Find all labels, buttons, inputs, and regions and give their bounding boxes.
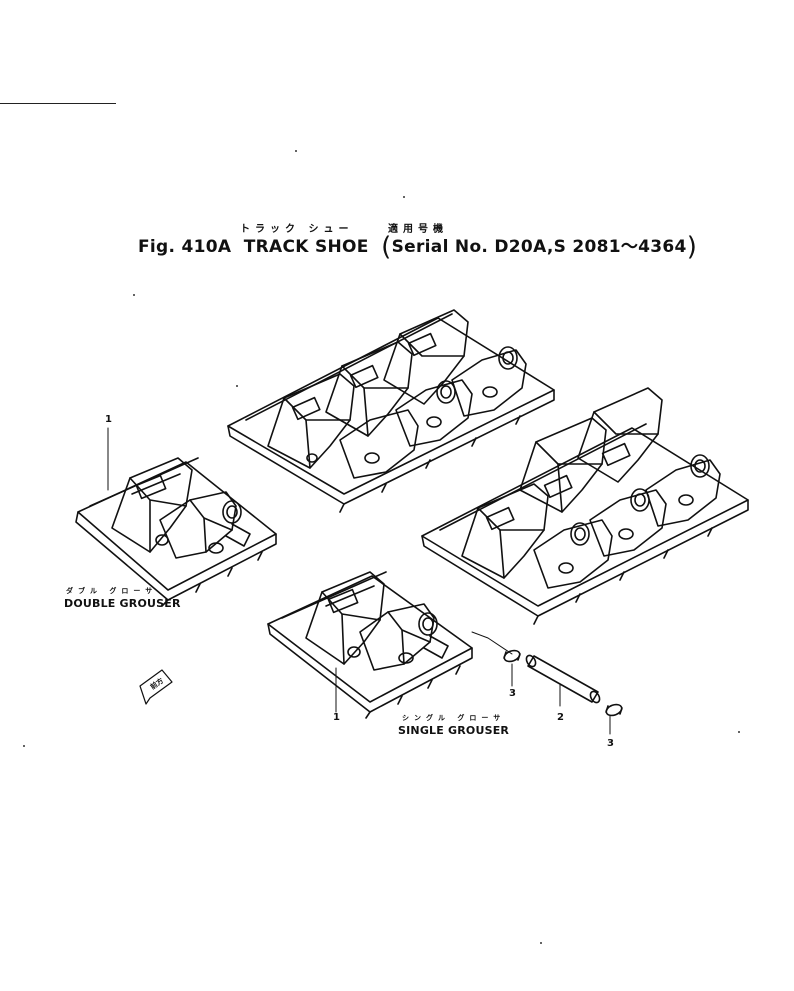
callout-shoe-single: 1 [333, 712, 340, 723]
title-jp-serial: 適用号機 [388, 224, 448, 235]
scan-speck [295, 150, 297, 152]
scan-speck [738, 731, 740, 733]
single-grouser-jp-label: シングル グローサ [402, 714, 506, 722]
track-pin [525, 654, 601, 704]
double-grouser-label: DOUBLE GROUSER [64, 597, 181, 610]
assembled-shoes-upper [227, 309, 555, 513]
part-name: TRACK SHOE [243, 237, 369, 257]
callout-pin: 2 [557, 712, 564, 723]
scan-speck [23, 745, 25, 747]
assembled-shoes-right [421, 387, 749, 625]
serial-range: Serial No. D20A,S 2081～4364 [391, 237, 687, 257]
title-jp-name: トラック シュー [240, 224, 354, 235]
scan-speck [403, 196, 405, 198]
callout-bushing-left: 3 [509, 688, 516, 699]
double-grouser-shoe [75, 457, 277, 607]
figure-number: Fig. 410A [138, 237, 232, 257]
single-grouser-label: SINGLE GROUSER [398, 724, 510, 737]
callout-shoe-double: 1 [105, 414, 112, 425]
scan-speck [236, 385, 238, 387]
figure-title: Fig. 410A TRACK SHOE (Serial No. D20A,S … [138, 232, 698, 262]
callout-bushing-right: 3 [607, 738, 614, 749]
scan-speck [540, 942, 542, 944]
bushing-right [605, 703, 623, 717]
front-direction-arrow [139, 669, 173, 705]
top-rule-line [0, 103, 116, 104]
scan-speck [133, 294, 135, 296]
leader-lines [107, 427, 611, 735]
single-grouser-shoe [267, 571, 473, 719]
double-grouser-jp-label: ダブル グローサ [66, 587, 158, 595]
bushing-left [503, 649, 521, 663]
